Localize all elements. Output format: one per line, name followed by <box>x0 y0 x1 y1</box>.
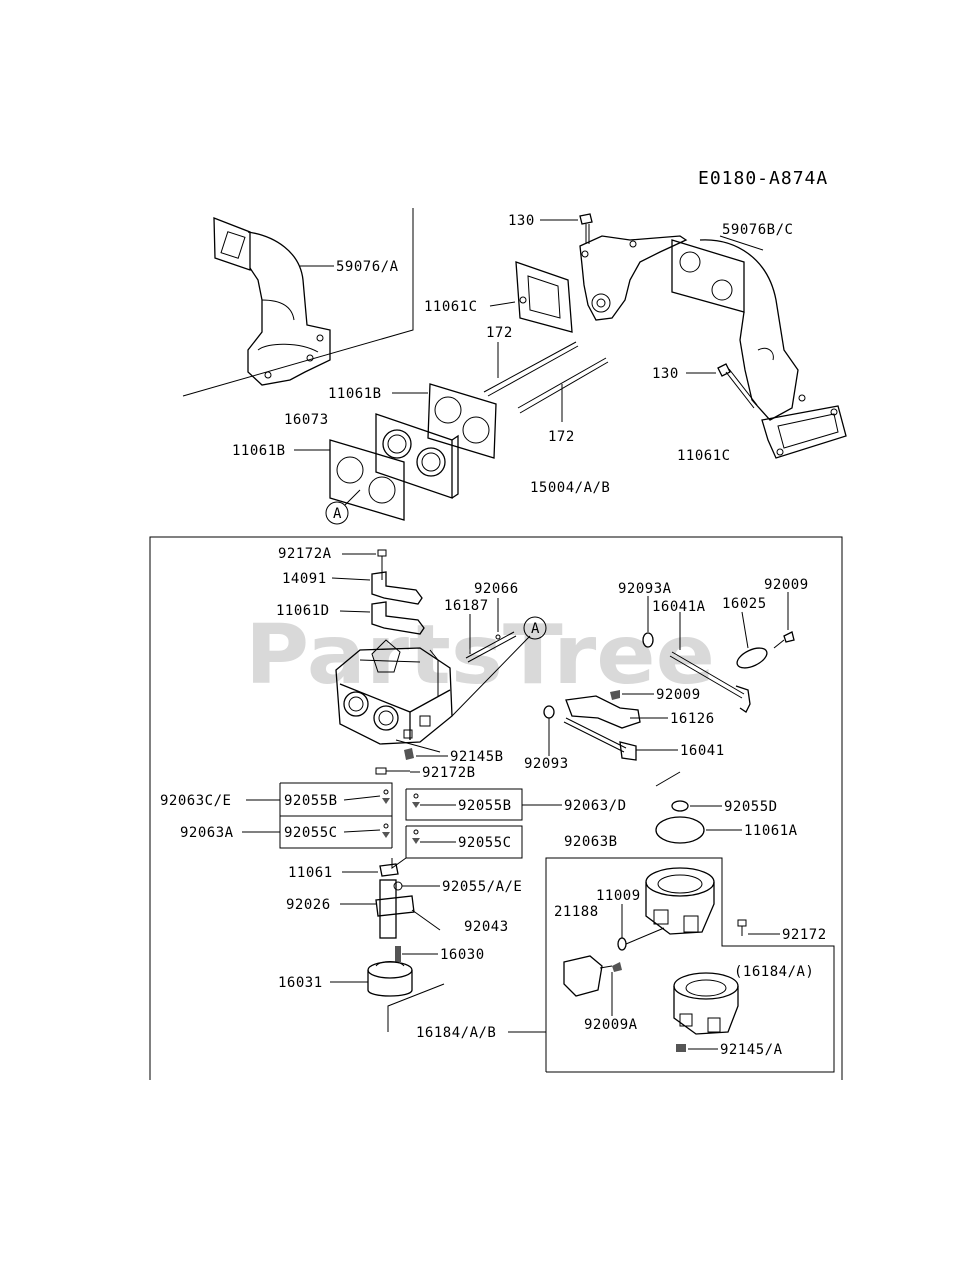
label-16030: 16030 <box>440 947 485 963</box>
gasket-92055d <box>671 800 689 812</box>
label-59076bc: 59076B/C <box>722 222 793 238</box>
label-16073: 16073 <box>284 412 329 428</box>
label-92009-mid: 92009 <box>656 687 701 703</box>
gasket-11061c-top <box>515 261 573 333</box>
intake-manifold-right <box>579 235 847 459</box>
label-11061b-top: 11061B <box>328 386 382 402</box>
label-92063a: 92063A <box>180 825 234 841</box>
label-92172a: 92172A <box>278 546 332 562</box>
label-11061d: 11061D <box>276 603 330 619</box>
label-11061b-left: 11061B <box>232 443 286 459</box>
intake-manifold-left <box>213 217 331 386</box>
float-bowl <box>645 867 715 935</box>
float-16031 <box>367 961 413 997</box>
label-16031: 16031 <box>278 975 323 991</box>
screw-92145a <box>676 1044 686 1052</box>
label-16187: 16187 <box>444 598 489 614</box>
label-92055ae: 92055/A/E <box>442 879 522 895</box>
jet-16030 <box>395 946 401 962</box>
group-92055c-bracket <box>405 825 523 859</box>
label-92145a: 92145/A <box>720 1042 783 1058</box>
label-130-top: 130 <box>508 213 535 229</box>
bracket-14091 <box>371 571 423 605</box>
label-11061c-top: 11061C <box>424 299 478 315</box>
screw-92009-mid <box>610 690 620 700</box>
gasket-11061b-top <box>427 383 497 459</box>
label-16184ab: 16184/A/B <box>416 1025 496 1041</box>
label-92055c-right: 92055C <box>458 835 512 851</box>
label-11009: 11009 <box>596 888 641 904</box>
label-11061c-right: 11061C <box>677 448 731 464</box>
label-ref-a-top: A <box>333 506 342 522</box>
label-14091: 14091 <box>282 571 327 587</box>
bolt-130-top <box>579 213 593 244</box>
label-92063d: 92063/D <box>564 798 627 814</box>
label-59076a: 59076/A <box>336 259 399 275</box>
float-bowl-frame <box>545 857 835 1073</box>
label-92145b: 92145B <box>450 749 504 765</box>
jet-92066 <box>495 634 501 640</box>
screw-92172b <box>375 767 410 775</box>
stud-172-upper <box>483 341 579 397</box>
label-16126: 16126 <box>670 711 715 727</box>
label-16041a: 16041A <box>652 599 706 615</box>
stud-172-lower <box>517 357 609 414</box>
throttle-plate-16126 <box>565 695 641 729</box>
label-92066: 92066 <box>474 581 519 597</box>
label-92009-top: 92009 <box>764 577 809 593</box>
label-92093: 92093 <box>524 756 569 772</box>
carburetor-frame <box>149 536 843 1080</box>
choke-shaft-16041a <box>669 651 751 713</box>
section-divider-left <box>182 208 414 397</box>
label-172-bottom: 172 <box>548 429 575 445</box>
jet-16187 <box>465 631 517 663</box>
label-11061: 11061 <box>288 865 333 881</box>
label-16184a-paren: (16184/A) <box>734 964 814 980</box>
throttle-shaft-16041 <box>563 717 637 761</box>
seal-92093a <box>642 632 654 648</box>
solenoid-21188 <box>563 955 613 997</box>
bolt-130-right <box>717 363 758 409</box>
screw-92145b <box>404 748 414 760</box>
seal-92093 <box>543 705 555 719</box>
label-92093a: 92093A <box>618 581 672 597</box>
label-11061a: 11061A <box>744 823 798 839</box>
spacer-16073 <box>375 413 459 499</box>
gasket-11061d <box>371 601 425 635</box>
oring-11061a <box>655 816 705 844</box>
label-92172: 92172 <box>782 927 827 943</box>
reference-a-top-circle <box>325 501 349 525</box>
screw-92172 <box>737 919 747 936</box>
label-16041: 16041 <box>680 743 725 759</box>
label-130-right: 130 <box>652 366 679 382</box>
label-92043: 92043 <box>464 919 509 935</box>
label-92055b-right: 92055B <box>458 798 512 814</box>
label-92026: 92026 <box>286 897 331 913</box>
float-bowl-16184a <box>673 972 739 1035</box>
label-172-top: 172 <box>486 325 513 341</box>
choke-valve-16025 <box>736 647 768 669</box>
label-92063ce: 92063C/E <box>160 793 231 809</box>
label-92055b-left: 92055B <box>284 793 338 809</box>
label-16025: 16025 <box>722 596 767 612</box>
label-ref-a-mid: A <box>531 621 540 637</box>
group-92063d-bracket <box>405 788 523 821</box>
reference-a-mid-circle <box>523 616 547 640</box>
screw-92172a <box>377 549 387 580</box>
label-92055d: 92055D <box>724 799 778 815</box>
label-15004: 15004/A/B <box>530 480 610 496</box>
screw-92009a <box>612 962 622 972</box>
label-92055c-left: 92055C <box>284 825 338 841</box>
label-92172b: 92172B <box>422 765 476 781</box>
diagram-code: E0180-A874A <box>698 168 828 189</box>
washer-11009 <box>617 937 627 951</box>
nozzle-assembly-92026 <box>375 863 441 939</box>
screw-92009-top <box>773 631 795 649</box>
label-92009a: 92009A <box>584 1017 638 1033</box>
label-92063b: 92063B <box>564 834 618 850</box>
label-21188: 21188 <box>554 904 599 920</box>
gasket-11061b-left <box>329 439 405 521</box>
